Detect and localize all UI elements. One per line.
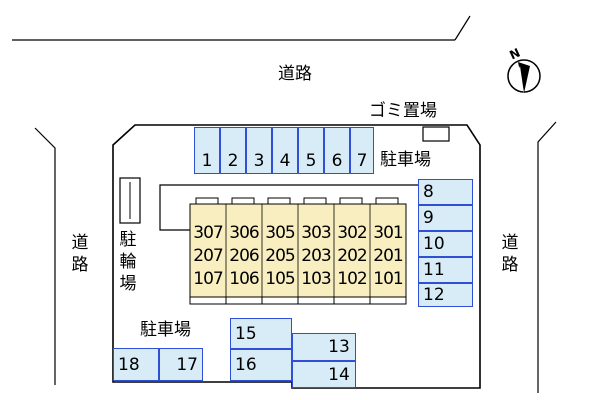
room-106: 106	[229, 269, 259, 289]
room-302: 302	[337, 223, 367, 243]
parking-right-label: 駐車場	[380, 150, 431, 170]
compass-icon	[507, 59, 541, 93]
parking-slot-15: 15	[230, 318, 292, 349]
bike-parking-char-3: 場	[119, 274, 137, 294]
parking-slot-5: 5	[298, 127, 324, 174]
room-206: 206	[229, 246, 259, 266]
parking-slot-13: 13	[292, 333, 356, 361]
bike-parking-char-2: 輪	[119, 252, 137, 272]
road-top-corner	[454, 15, 471, 41]
lot-outline	[112, 124, 481, 389]
room-107: 107	[193, 269, 223, 289]
parking-slot-12: 12	[418, 283, 473, 307]
room-101: 101	[373, 269, 403, 289]
room-306: 306	[229, 223, 259, 243]
balcony-steps	[189, 296, 407, 305]
parking-slot-7: 7	[350, 127, 374, 174]
parking-slot-2: 2	[220, 127, 246, 174]
road-right-label: 道 路	[500, 232, 520, 276]
road-right-char-1: 道	[501, 233, 519, 253]
parking-slot-6: 6	[324, 127, 350, 174]
road-left-label: 道 路	[70, 232, 90, 276]
room-202: 202	[337, 246, 367, 266]
room-102: 102	[337, 269, 367, 289]
parking-slot-4: 4	[272, 127, 298, 174]
unit-dividers	[225, 204, 371, 297]
building-outline	[159, 184, 418, 231]
garbage-label: ゴミ置場	[369, 101, 437, 121]
room-103: 103	[301, 269, 331, 289]
room-305: 305	[265, 223, 295, 243]
parking-slot-3: 3	[246, 127, 272, 174]
road-left-edge	[34, 127, 56, 385]
parking-slot-9: 9	[418, 205, 473, 231]
parking-slot-1: 1	[194, 127, 220, 174]
parking-slot-14: 14	[292, 361, 356, 388]
room-303: 303	[301, 223, 331, 243]
room-201: 201	[373, 246, 403, 266]
roof-notches	[195, 197, 399, 204]
road-left-char-2: 路	[71, 255, 89, 275]
road-right-char-2: 路	[501, 255, 519, 275]
parking-slot-17: 17	[159, 348, 203, 381]
parking-slot-11: 11	[418, 257, 473, 283]
road-top-label: 道路	[278, 64, 312, 84]
room-207: 207	[193, 246, 223, 266]
room-205: 205	[265, 246, 295, 266]
bike-parking-char-1: 駐	[119, 230, 137, 250]
room-307: 307	[193, 223, 223, 243]
parking-left-label: 駐車場	[140, 320, 191, 340]
room-203: 203	[301, 246, 331, 266]
parking-slot-16: 16	[230, 349, 292, 381]
parking-slot-8: 8	[418, 179, 473, 205]
parking-slot-10: 10	[418, 231, 473, 257]
garbage-box	[422, 126, 450, 142]
road-right-edge	[537, 121, 557, 393]
bike-parking-label: 駐 輪 場	[118, 229, 138, 295]
road-left-char-1: 道	[71, 233, 89, 253]
room-105: 105	[265, 269, 295, 289]
room-301: 301	[373, 223, 403, 243]
parking-slot-18: 18	[113, 348, 159, 381]
